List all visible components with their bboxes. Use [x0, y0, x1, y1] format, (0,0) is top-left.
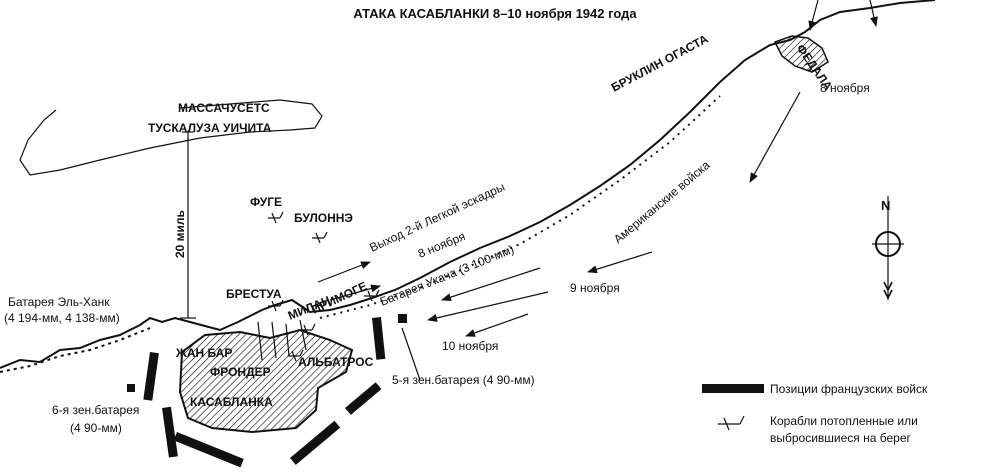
ship-label-frondeur: ФРОНДЕР — [210, 365, 271, 379]
route-arrow — [808, 0, 819, 31]
french-position-bar — [290, 420, 341, 465]
map-title: АТАКА КАСАБЛАНКИ 8–10 ноября 1942 года — [353, 6, 637, 21]
route-arrow — [465, 313, 529, 337]
legend-sunk-icon — [718, 415, 745, 431]
route-arrow — [869, 0, 878, 27]
sunk-ship-icon — [268, 299, 284, 312]
french-position-bar — [143, 352, 159, 401]
place-label-casablanca: КАСАБЛАНКА — [190, 395, 273, 409]
french-position-bar — [345, 382, 382, 415]
exit-arrow — [329, 284, 381, 301]
french-position-bar — [162, 406, 178, 458]
ship-label-brestois: БРЕСТУА — [226, 287, 282, 301]
french-position-bar — [173, 432, 244, 468]
ship-label-brooklyn: БРУКЛИН ОГАСТА — [609, 32, 711, 95]
coastline — [0, 0, 936, 373]
ship-label-boulonnais: БУЛОННЭ — [294, 211, 353, 225]
sunk-ship-icon — [300, 323, 316, 336]
battery-6-detail: (4 90-мм) — [70, 421, 122, 435]
compass-rose: N — [872, 196, 904, 300]
ship-label-albatros: АЛЬБАТРОС — [298, 355, 374, 369]
sunk-ship-icon — [288, 349, 304, 362]
battery-5-marker — [398, 314, 407, 323]
ship-label-tuscaloosa: ТУСКАЛУЗА УИЧИТА — [148, 121, 272, 135]
american-troops-label: Американские войска — [611, 158, 713, 247]
legend-positions-label: Позиции французских войск — [770, 382, 928, 396]
fedala-area — [773, 35, 829, 73]
harbor-piers — [257, 319, 307, 361]
french-position-bar — [372, 317, 386, 360]
sunk-ship-icon — [312, 231, 328, 244]
battery-6-title: 6-я зен.батарея — [52, 403, 139, 417]
french-positions — [143, 317, 386, 468]
battery-el-hank-detail: (4 194-мм, 4 138-мм) — [4, 311, 120, 325]
legend-position-swatch — [702, 384, 764, 393]
casablanca-harbor — [178, 328, 354, 434]
squadron-exit-date: 8 ноября — [416, 229, 467, 261]
legend: Позиции французских войск Корабли потопл… — [702, 382, 928, 445]
route-arrow — [427, 291, 549, 322]
battery-el-hank-title: Батарея Эль-Ханк — [8, 295, 110, 309]
squadron-exit-arrows — [317, 261, 381, 301]
route-date-nov8: 8 ноября — [820, 81, 870, 95]
ship-label-jean-bart: ЖАН БАР — [175, 346, 232, 360]
sunk-ship-markers — [268, 211, 380, 362]
american-route-arrows — [427, 0, 878, 337]
compass-tail — [883, 281, 893, 300]
route-date-nov9: 9 ноября — [570, 281, 620, 295]
battery-5-label: 5-я зен.батарея (4 90-мм) — [392, 373, 535, 387]
battery-6-marker — [127, 384, 135, 392]
ship-label-massachusetts: МАССАЧУСЕТС — [178, 101, 270, 115]
battery-5-leader — [401, 327, 421, 381]
us-ships-track — [19, 99, 323, 176]
route-arrow — [441, 267, 541, 302]
route-arrow — [587, 251, 653, 274]
exit-arrow — [317, 261, 371, 283]
legend-sunk-line1: Корабли потопленные или — [770, 414, 918, 428]
sunk-ship-icon — [268, 211, 284, 224]
legend-sunk-line2: выбросившиеся на берег — [770, 431, 912, 445]
compass-north-label: N — [881, 198, 890, 213]
ship-label-fouge: ФУГЕ — [250, 195, 282, 209]
route-date-nov10: 10 ноября — [442, 339, 498, 353]
route-arrow — [749, 91, 801, 183]
distance-label: 20 миль — [173, 210, 187, 258]
